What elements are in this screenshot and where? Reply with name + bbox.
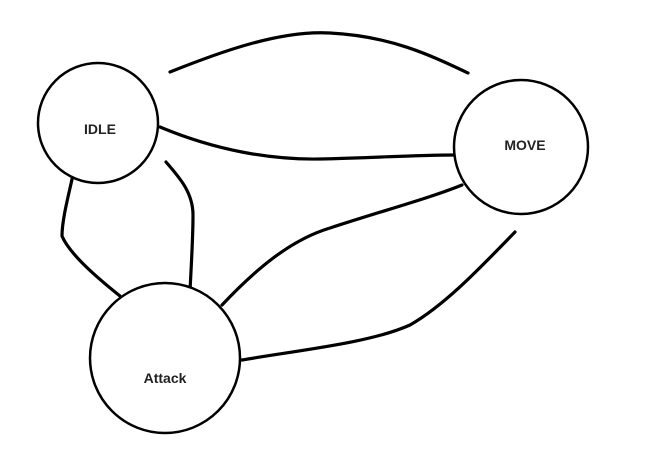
- edge-idle-move-upper: [168, 31, 470, 75]
- node-idle-circle: [36, 61, 160, 185]
- node-idle-label: IDLE: [84, 121, 116, 137]
- node-attack: Attack: [88, 281, 242, 435]
- node-move-circle: [452, 78, 590, 216]
- edges: [60, 31, 517, 362]
- edge-attack-move-upper: [220, 183, 464, 307]
- edge-attack-move-lower: [240, 230, 517, 362]
- node-attack-circle: [88, 281, 242, 435]
- edge-idle-attack-right: [164, 160, 195, 294]
- node-move: MOVE: [452, 78, 590, 216]
- node-idle: IDLE: [36, 61, 160, 185]
- edge-idle-attack-left: [60, 168, 122, 298]
- node-attack-label: Attack: [144, 370, 187, 386]
- edge-idle-move-lower: [158, 125, 457, 161]
- node-move-label: MOVE: [504, 137, 545, 153]
